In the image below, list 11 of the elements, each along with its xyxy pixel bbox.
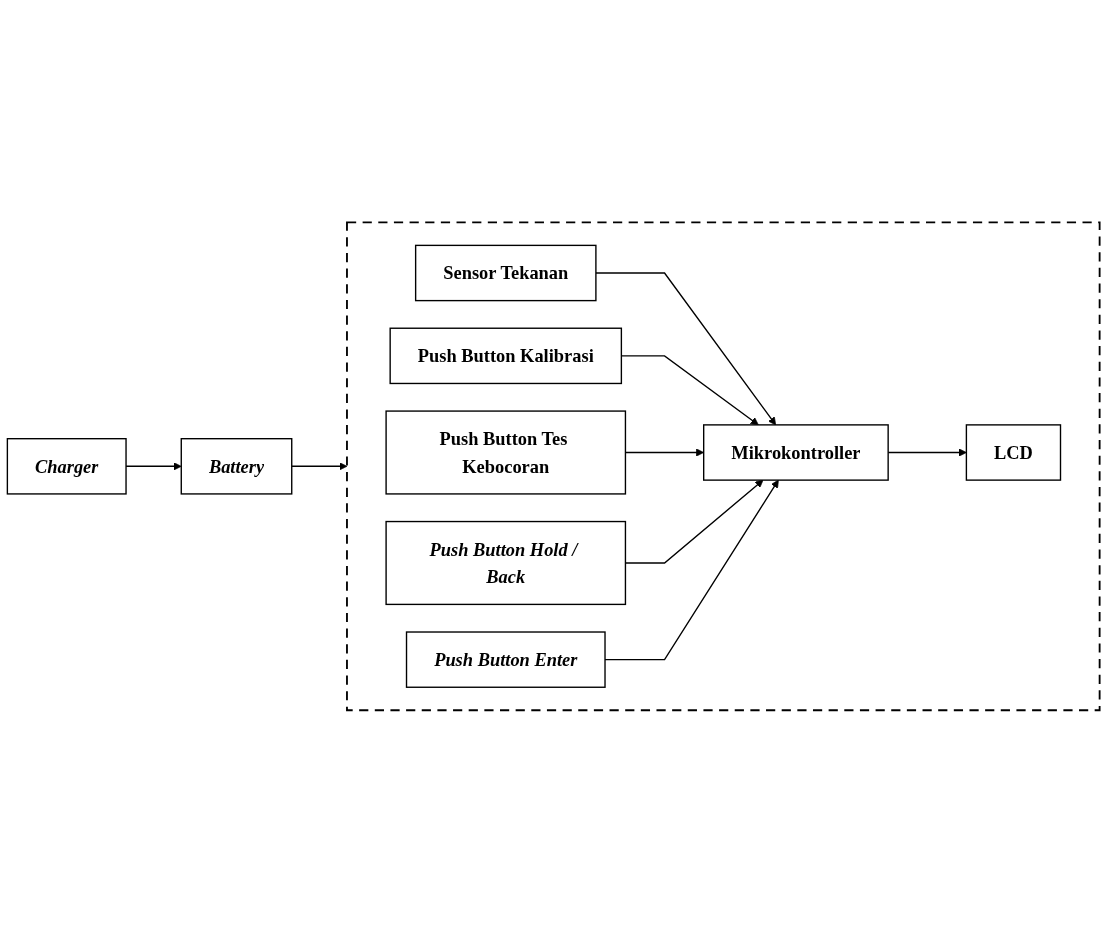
node-box: Battery bbox=[180, 437, 293, 495]
node-box: LCD bbox=[965, 423, 1062, 481]
node-box: Push Button Kalibrasi bbox=[389, 327, 623, 384]
node-box: Push Button Hold / Back bbox=[385, 520, 627, 605]
node-box: Sensor Tekanan bbox=[414, 244, 597, 301]
node-box: Mikrokontroller bbox=[703, 423, 889, 481]
node-box: Push Button Tes Kebocoran bbox=[385, 410, 627, 495]
node-box: Push Button Enter bbox=[405, 631, 606, 688]
node-box: Charger bbox=[6, 437, 127, 495]
arrow bbox=[595, 272, 777, 425]
cluster bbox=[346, 221, 1101, 711]
